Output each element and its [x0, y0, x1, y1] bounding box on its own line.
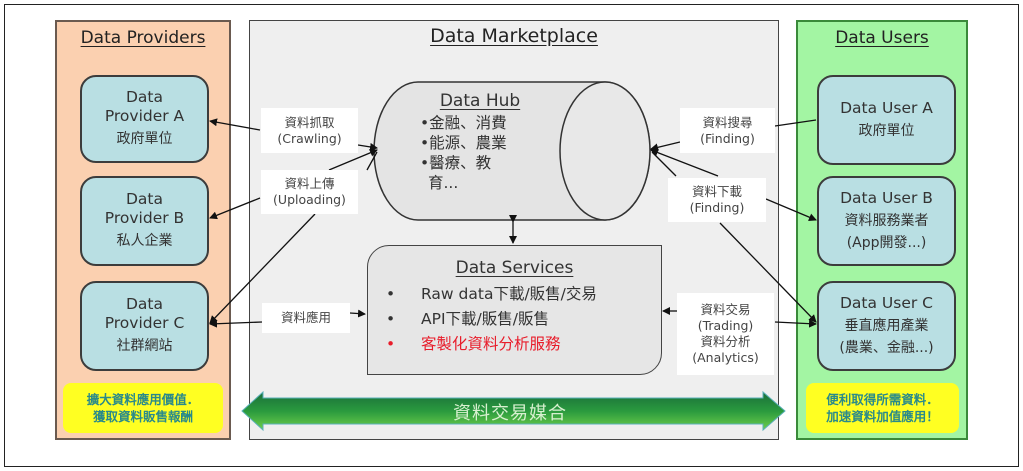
finding-arrow-to-hub: [650, 141, 681, 152]
data-provider-b[interactable]: Data Provider B 私人企業: [80, 176, 209, 266]
user-c-detail: (農業、金融...): [839, 339, 934, 356]
provider-b-type: 私人企業: [116, 233, 173, 249]
provider-b-label-line2: Provider B: [104, 209, 185, 227]
data-hub[interactable]: Data Hub •金融、消費 •能源、農業 •醫療、教 育...: [420, 91, 540, 193]
providers-benefit-note: 擴大資料應用價值． 獲取資料販售報酬: [63, 383, 223, 433]
download-arrow-to-hub-2: [651, 151, 677, 177]
download-label-en: (Finding): [689, 200, 745, 215]
data-user-c[interactable]: Data User C 垂直應用產業 (農業、金融...): [817, 281, 956, 371]
bullet: •: [386, 285, 396, 303]
provider-b-label-line1: Data: [125, 190, 163, 208]
bullet: •: [386, 335, 396, 353]
provider-a-label-line1: Data: [125, 88, 163, 106]
crawling-arrow-to-hub: [357, 142, 378, 151]
bullet: •: [386, 310, 396, 328]
user-b-detail: (App開發...): [846, 234, 927, 251]
application-label-zh: 資料應用: [280, 310, 331, 325]
hub-category: •醫療、教: [420, 154, 492, 172]
service-text: Raw data下載/販售/交易: [421, 285, 597, 303]
application-label: 資料應用: [262, 303, 350, 333]
download-arrow-to-user-b: [765, 198, 817, 221]
data-services[interactable]: Data Services • Raw data下載/販售/交易 • API下載/販…: [367, 245, 662, 375]
application-arrow-to-provider-c: [209, 319, 263, 328]
user-b-type: 資料服務業者: [844, 212, 929, 229]
hub-to-provider-c-arrow: [366, 151, 378, 171]
providers-note-line2: 獲取資料販售報酬: [92, 409, 193, 424]
data-provider-c[interactable]: Data Provider C 社群網站: [80, 281, 209, 371]
user-a-type: 政府單位: [858, 122, 915, 139]
service-item: • API下載/販售/販售: [368, 307, 661, 332]
uploading-label: 資料上傳 (Uploading): [261, 170, 358, 214]
users-note-line1: 便利取得所需資料．: [826, 392, 939, 407]
crawling-label: 資料抓取 (Crawling): [261, 108, 358, 153]
exchange-banner-arrow: [241, 390, 786, 432]
user-c-label: Data User C: [839, 293, 933, 312]
trading-label-zh: 資料交易: [700, 302, 751, 317]
finding-line-from-user-a: [774, 119, 817, 127]
provider-c-label-line1: Data: [125, 295, 163, 313]
exchange-banner-label: 資料交易媒合: [453, 403, 567, 424]
data-user-b[interactable]: Data User B 資料服務業者 (App開發...): [817, 176, 956, 266]
data-provider-a[interactable]: Data Provider A 政府單位: [80, 75, 209, 163]
finding-label-zh: 資料搜尋: [702, 114, 753, 130]
application-arrow-to-services: [349, 309, 366, 318]
marketplace-title: Data Marketplace: [430, 25, 598, 47]
data-hub-title: Data Hub: [439, 91, 521, 111]
uploading-arrow-to-provider-c: [209, 213, 316, 324]
uploading-label-en: (Uploading): [273, 192, 346, 207]
uploading-arrow-to-hub: [328, 149, 378, 171]
crawling-label-zh: 資料抓取: [284, 114, 335, 130]
hub-category: 育...: [428, 174, 459, 192]
data-hub-cylinder-end: [559, 81, 651, 221]
uploading-label-zh: 資料上傳: [284, 176, 335, 191]
analytics-label-en: (Analytics): [692, 350, 759, 365]
trading-analytics-label: 資料交易 (Trading) 資料分析 (Analytics): [677, 293, 774, 375]
download-label: 資料下載 (Finding): [668, 178, 766, 222]
data-services-list: • Raw data下載/販售/交易 • API下載/販售/販售 • 客製化資料分析服…: [368, 282, 661, 357]
crawling-label-en: (Crawling): [277, 130, 342, 146]
hub-category: •能源、農業: [420, 134, 507, 152]
provider-c-type: 社群網站: [116, 338, 173, 354]
download-arrow-to-user-c: [719, 222, 817, 323]
service-item-highlighted: • 客製化資料分析服務: [368, 332, 661, 357]
service-item: • Raw data下載/販售/交易: [368, 282, 661, 307]
providers-note-line1: 擴大資料應用價值．: [86, 392, 200, 407]
trading-arrow-to-user-c: [774, 319, 817, 328]
hub-category: •金融、消費: [420, 114, 507, 132]
user-c-type: 垂直應用產業: [844, 317, 929, 334]
analytics-label-zh: 資料分析: [700, 334, 751, 349]
trading-label-en: (Trading): [697, 318, 754, 333]
users-benefit-note: 便利取得所需資料． 加速資料加值應用！: [806, 383, 959, 433]
crawling-arrow-to-provider-a: [209, 118, 261, 131]
user-b-label: Data User B: [840, 188, 933, 207]
data-services-title: Data Services: [455, 258, 574, 278]
user-a-label: Data User A: [840, 98, 933, 117]
service-text: API下載/販售/販售: [421, 310, 549, 328]
data-user-a[interactable]: Data User A 政府單位: [817, 75, 956, 165]
download-label-zh: 資料下載: [691, 184, 742, 199]
provider-a-label-line2: Provider A: [104, 107, 185, 125]
finding-label: 資料搜尋 (Finding): [680, 108, 775, 153]
users-note-line2: 加速資料加值應用！: [826, 409, 939, 424]
finding-label-en: (Finding): [700, 130, 755, 146]
providers-title: Data Providers: [80, 28, 206, 48]
service-text: 客製化資料分析服務: [421, 335, 561, 353]
provider-c-label-line2: Provider C: [104, 314, 185, 332]
provider-a-type: 政府單位: [116, 131, 173, 147]
users-title: Data Users: [835, 28, 929, 48]
download-arrow-to-hub: [650, 148, 719, 177]
uploading-arrow-to-provider-b: [209, 197, 261, 220]
